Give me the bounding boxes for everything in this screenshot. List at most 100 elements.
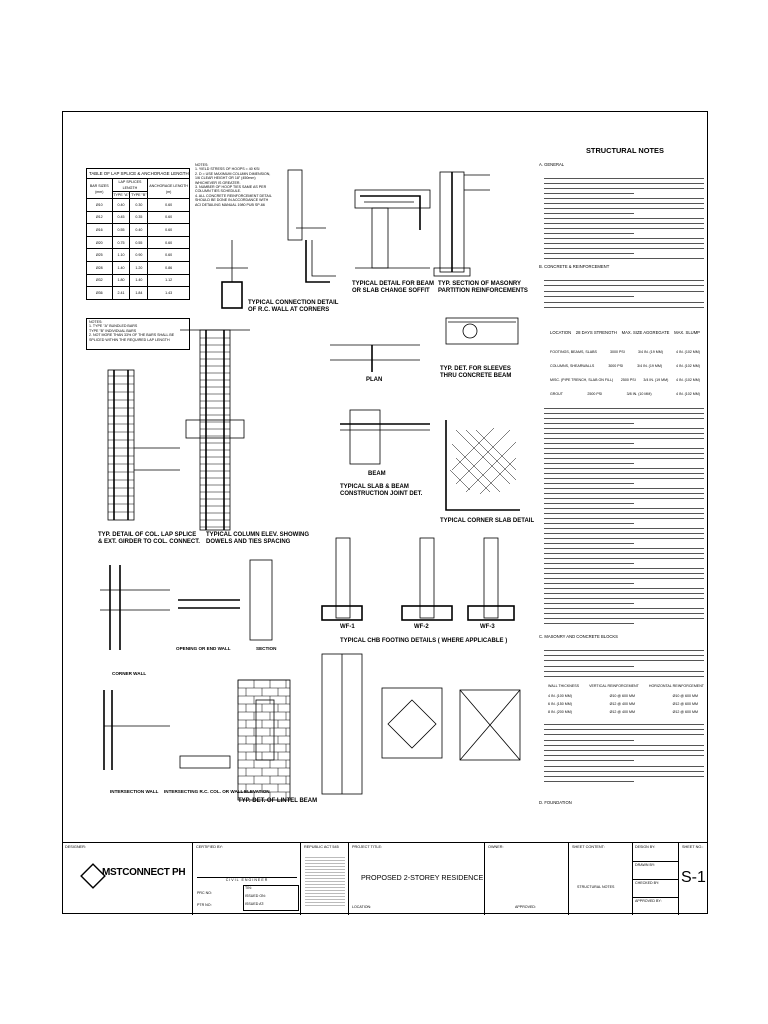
note-text-line bbox=[544, 603, 634, 604]
col-anchorage: ANCHORAGE LENGTH (m) bbox=[147, 178, 190, 199]
note-text-line bbox=[544, 183, 704, 184]
title-masonry-l1: TYP. SECTION OF MASONRY bbox=[438, 281, 522, 287]
note-text-line bbox=[544, 285, 704, 287]
col-note-3b: COLUMN TIES SCHEDULE. bbox=[195, 189, 242, 194]
note-text-line bbox=[544, 280, 704, 281]
th-slump: MAX. SLUMP bbox=[674, 330, 700, 335]
title-intersecting-col: INTERSECTING R.C. COL. OR WALL bbox=[164, 789, 244, 794]
signatories-cell: DESIGN BY: DRAWN BY: CHECKED BY: APPROVE… bbox=[632, 843, 679, 915]
ra-fine-print bbox=[305, 855, 345, 907]
note-text-line bbox=[544, 448, 704, 449]
owner-cell: OWNER: APPROVED: bbox=[484, 843, 568, 915]
note-text-line bbox=[544, 296, 634, 298]
col-type-b: TYPE "B" bbox=[129, 191, 149, 199]
title-lap-splice: TYP. DETAIL OF COL. LAP SPLICE& EXT. GIR… bbox=[98, 532, 200, 546]
title-beam: BEAM bbox=[368, 471, 386, 477]
masonry-partition-drawing bbox=[433, 171, 490, 277]
logo-text: MSTCONNECT PH bbox=[102, 867, 186, 878]
title-column-elev-l2: DOWELS AND TIES SPACING bbox=[206, 539, 291, 545]
certified-cell: CERTIFIED BY: CIVIL ENGINEER PRC NO: PTR… bbox=[192, 843, 300, 915]
concrete-table-cell: 3/4 IN. (19 MM) bbox=[643, 378, 669, 382]
lap-note-1: 1. TYPE "A" BUNDLED BARS bbox=[89, 324, 138, 329]
concrete-table-cell: FOOTINGS, BEAMS, SLABS bbox=[550, 350, 597, 354]
title-column-elev-l1: TYPICAL COLUMN ELEV. SHOWING bbox=[206, 532, 310, 538]
note-text-line bbox=[544, 188, 704, 189]
title-connection-l1: TYPICAL CONNECTION DETAIL bbox=[248, 300, 339, 306]
sheet-content: STRUCTURAL NOTES bbox=[577, 885, 615, 889]
sheet-no: S-1 bbox=[681, 869, 706, 886]
concrete-table-cell: 4 IN. (102 MM) bbox=[676, 392, 700, 396]
note-text-line bbox=[544, 433, 704, 434]
note-text-line bbox=[544, 488, 704, 489]
note-text-line bbox=[544, 563, 634, 564]
note-text-line bbox=[544, 558, 704, 559]
sig-divider-3 bbox=[633, 897, 679, 898]
col-note-3: 3. NUMBER OF HOOP TIES SAME AS PER bbox=[195, 185, 267, 190]
section-c-masonry: C. MASONRY AND CONCRETE BLOCKS bbox=[539, 634, 618, 639]
note-text-line bbox=[544, 623, 634, 624]
wall-table-cell: Ø12 @ 600 MM bbox=[672, 710, 698, 714]
note-text-line bbox=[544, 290, 704, 292]
col-note-2b: 1/6 CLEAR HEIGHT OR 18" (450mm) bbox=[195, 176, 256, 181]
ra-cell: REPUBLIC ACT 545 bbox=[300, 843, 348, 915]
lap-table-notes: NOTES: 1. TYPE "A" BUNDLED BARS TYPE "B"… bbox=[86, 318, 190, 350]
title-opening: OPENING OR END WALL bbox=[176, 646, 231, 651]
note-text-line bbox=[544, 618, 704, 619]
sheet-no-cell: SHEET NO.: S-1 bbox=[678, 843, 708, 915]
lap-table-cell: 1.43 bbox=[147, 286, 190, 300]
location-label: LOCATION: bbox=[352, 905, 372, 909]
note-text-line bbox=[544, 765, 704, 767]
concrete-table-cell: GROUT bbox=[550, 392, 563, 396]
title-intersection-wall: INTERSECTION WALL bbox=[110, 789, 159, 794]
lap-note-3: 2. NOT MORE THAN 33% OF THE BARS SHALL B… bbox=[89, 333, 175, 338]
note-text-line bbox=[544, 301, 704, 303]
title-slab-joint-l2: CONSTRUCTION JOINT DET. bbox=[340, 491, 423, 497]
concrete-table-row: MISC. (PIPE TRENCH, SLAB ON FILL)2500 PS… bbox=[550, 378, 700, 382]
concrete-table-cell: 3000 PSI bbox=[608, 364, 624, 368]
sheet-no-label: SHEET NO.: bbox=[682, 845, 704, 849]
col-note-2: 2. D = USE MAXIMUM COLUMN DIMENSION, bbox=[195, 171, 271, 176]
structural-notes-title: STRUCTURAL NOTES bbox=[586, 146, 664, 155]
note-text-line bbox=[544, 458, 704, 459]
note-text-line bbox=[544, 660, 704, 662]
lintel-section-drawings bbox=[321, 653, 521, 795]
concrete-table-cell: 4 IN. (102 MM) bbox=[676, 350, 700, 354]
note-text-line bbox=[544, 203, 704, 204]
note-text-line bbox=[544, 588, 704, 589]
title-block: DESIGNER: MSTCONNECT PH CERTIFIED BY: CI… bbox=[62, 842, 708, 915]
col-note-4b: SHOULD BE DONE IN ACCORDANCE WITH bbox=[195, 198, 269, 203]
note-text-line bbox=[544, 413, 704, 414]
note-text-line bbox=[544, 583, 634, 584]
note-text-line bbox=[544, 218, 704, 219]
title-plan: PLAN bbox=[366, 377, 383, 383]
designer-cell: DESIGNER: MSTCONNECT PH bbox=[62, 843, 192, 915]
note-text-line bbox=[544, 665, 634, 667]
title-corner-slab: TYPICAL CORNER SLAB DETAIL bbox=[440, 518, 535, 524]
note-text-line bbox=[544, 423, 634, 424]
note-text-line bbox=[544, 734, 704, 736]
title-sleeves-l2: THRU CONCRETE BEAM bbox=[440, 373, 512, 379]
tin-label: TIN: bbox=[245, 886, 252, 890]
note-text-line bbox=[544, 744, 704, 746]
drawn-by-label: DRAWN BY: bbox=[635, 863, 656, 867]
note-text-line bbox=[544, 307, 704, 308]
corner-slab-drawing bbox=[445, 420, 520, 511]
chb-footing-drawing bbox=[321, 537, 515, 621]
note-text-line bbox=[544, 233, 634, 234]
title-masonry-l2: PARTITION REINFORCEMENTS bbox=[438, 288, 528, 294]
concrete-table-cell: COLUMNS, SHEARWALLS bbox=[550, 364, 595, 368]
note-text-line bbox=[544, 228, 704, 229]
